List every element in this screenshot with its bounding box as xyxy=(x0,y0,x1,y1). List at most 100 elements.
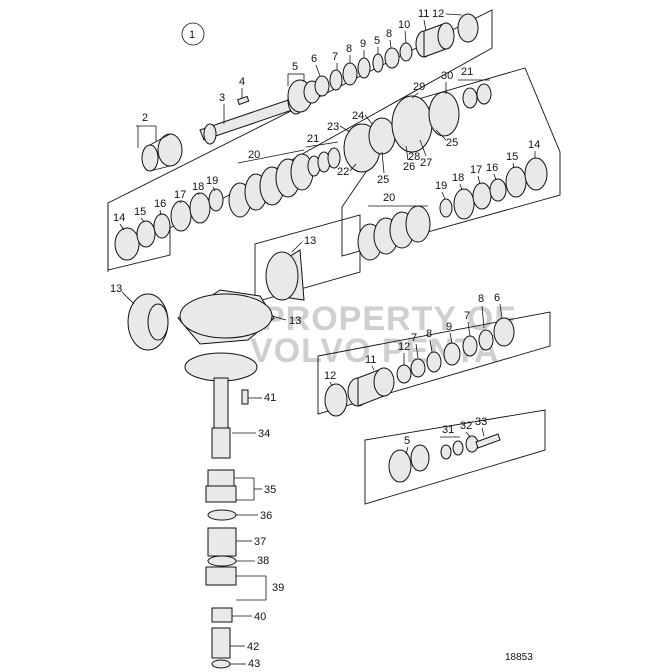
middle-right-assembly xyxy=(324,317,515,417)
frame-middle-right xyxy=(317,311,551,415)
callout-21-top: 21 xyxy=(307,133,319,145)
spacer-37 xyxy=(207,527,237,557)
rings-21-top xyxy=(307,147,341,177)
callout-6-top: 6 xyxy=(311,53,317,65)
callout-33: 33 xyxy=(475,416,487,428)
top-shaft-rings xyxy=(314,42,413,97)
callout-17-left: 17 xyxy=(174,189,186,201)
callout-5-top: 5 xyxy=(292,61,298,73)
key-4 xyxy=(236,95,250,106)
bevel-gear-13-left xyxy=(127,293,169,351)
callout-15-right: 15 xyxy=(506,151,518,163)
svg-text:1: 1 xyxy=(189,29,195,41)
callout-15-left: 15 xyxy=(134,206,146,218)
callout-34: 34 xyxy=(258,428,270,440)
ring-38 xyxy=(207,555,237,567)
watermark-line1: PROPERTY OF xyxy=(262,300,516,338)
callout-43: 43 xyxy=(248,658,260,670)
lower-right-assembly xyxy=(388,433,501,483)
flange-shaft xyxy=(184,352,258,459)
callout-16-left: 16 xyxy=(154,198,166,210)
callout-29: 29 xyxy=(413,81,425,93)
right-rings-14-21 xyxy=(357,157,548,261)
callout-9-top: 9 xyxy=(360,38,366,50)
callout-27: 27 xyxy=(420,157,432,169)
callouts: 2 3 4 5 6 7 8 9 5 8 10 11 12 20 21 14 xyxy=(110,8,540,670)
callout-13-crown: 13 xyxy=(289,315,301,327)
callout-36: 36 xyxy=(260,510,272,522)
bearing-35 xyxy=(205,469,237,503)
callout-24: 24 xyxy=(352,110,364,122)
callout-10: 10 xyxy=(398,19,410,31)
callout-14-right: 14 xyxy=(528,139,540,151)
clutch-disc-assembly-20-top xyxy=(228,153,314,218)
bevel-gear-13-upper xyxy=(265,249,305,301)
frame-pinion-gear xyxy=(254,214,361,303)
callout-23: 23 xyxy=(327,121,339,133)
callout-8-top-b: 8 xyxy=(386,28,392,40)
callout-12-left: 12 xyxy=(324,370,336,382)
callout-9-mid: 9 xyxy=(446,321,452,333)
callout-30: 30 xyxy=(441,70,453,82)
callout-38: 38 xyxy=(257,555,269,567)
callout-21-right-top: 21 xyxy=(461,66,473,78)
callout-2: 2 xyxy=(142,112,148,124)
bolt-41 xyxy=(241,389,249,405)
callout-7-mid: 7 xyxy=(464,310,470,322)
callout-7-top: 7 xyxy=(332,51,338,63)
callout-13-left: 13 xyxy=(110,283,122,295)
callout-17-right: 17 xyxy=(470,164,482,176)
callout-39: 39 xyxy=(272,582,284,594)
callout-3: 3 xyxy=(219,92,225,104)
callout-5-lower: 5 xyxy=(404,435,410,447)
bevel-gear-5-top xyxy=(287,79,321,113)
planet-carrier-assembly xyxy=(343,83,492,173)
callout-35: 35 xyxy=(264,484,276,496)
callout-8-top-a: 8 xyxy=(346,43,352,55)
left-rings-14-19 xyxy=(114,188,224,261)
callout-7-mid-b: 7 xyxy=(411,332,417,344)
figure-number: 18853 xyxy=(505,652,533,663)
callout-22: 22 xyxy=(337,166,349,178)
callout-19-left: 19 xyxy=(206,175,218,187)
callout-40: 40 xyxy=(254,611,266,623)
callout-25-lower: 25 xyxy=(377,174,389,186)
callout-18-right: 18 xyxy=(452,172,464,184)
callout-12-top: 12 xyxy=(432,8,444,20)
group-label: 1 xyxy=(181,22,205,46)
callout-8-mid: 8 xyxy=(478,293,484,305)
bearing-39 xyxy=(205,566,237,586)
callout-14-left: 14 xyxy=(113,212,125,224)
callout-5-top-b: 5 xyxy=(374,35,380,47)
callout-12-mid: 12 xyxy=(398,341,410,353)
callout-6-mid: 6 xyxy=(494,292,500,304)
ring-43 xyxy=(211,659,231,669)
ring-36 xyxy=(207,509,237,521)
callout-11-top: 11 xyxy=(418,8,429,20)
nut-40 xyxy=(211,607,233,623)
callout-28: 28 xyxy=(408,151,420,163)
callout-31: 31 xyxy=(442,424,454,436)
callout-13-upper: 13 xyxy=(304,235,316,247)
sleeve-11-top xyxy=(415,22,455,58)
callout-8-mid-b: 8 xyxy=(426,328,432,340)
callout-11-mid: 11 xyxy=(365,354,376,366)
callout-4: 4 xyxy=(239,76,245,88)
callout-20-top: 20 xyxy=(248,149,260,161)
callout-42: 42 xyxy=(247,641,259,653)
callout-41: 41 xyxy=(264,392,276,404)
callout-26: 26 xyxy=(403,161,415,173)
callout-37: 37 xyxy=(254,536,266,548)
callout-20-right: 20 xyxy=(383,192,395,204)
frame-lower-right xyxy=(364,409,546,505)
sleeve-42 xyxy=(211,627,231,659)
callout-16-right: 16 xyxy=(486,162,498,174)
spline-sleeve-2 xyxy=(141,133,183,172)
callout-18-left: 18 xyxy=(192,181,204,193)
crown-gear-13 xyxy=(177,289,275,345)
callout-32: 32 xyxy=(460,420,472,432)
callout-19-right: 19 xyxy=(435,180,447,192)
ring-12-top xyxy=(457,13,479,43)
callout-25-upper: 25 xyxy=(446,137,458,149)
